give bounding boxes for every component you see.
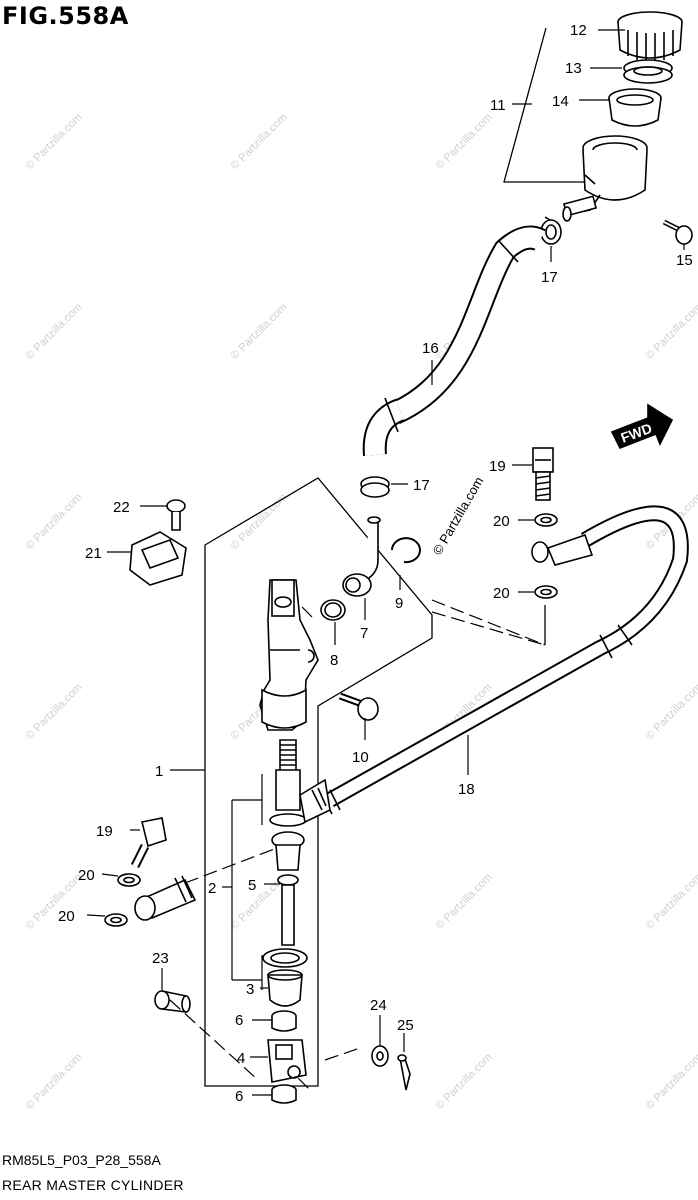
banjo-fitting-lower <box>134 875 197 921</box>
union-bolt-lower <box>130 817 167 869</box>
reservoir-plate <box>623 59 673 84</box>
callout-numbers: 12 13 14 1 11 15 17 16 17 19 20 20 22 21… <box>58 22 693 1067</box>
callout-2: 2 <box>208 880 216 897</box>
callout-18: 18 <box>458 781 475 798</box>
diagram-code: RM85L5_P03_P28_558A <box>2 1152 161 1168</box>
reservoir-cap <box>617 11 683 62</box>
gasket-lower-b <box>104 913 128 927</box>
callout-4: 4 <box>237 1050 245 1067</box>
cotter-pin <box>397 1054 411 1091</box>
o-ring <box>320 599 346 621</box>
callout-20-lower-b: 20 <box>58 908 75 925</box>
hose-connector <box>342 516 381 597</box>
callout-5: 5 <box>248 877 256 894</box>
callout-20-upper-a: 20 <box>493 513 510 530</box>
callout-1: 1 <box>155 763 163 780</box>
callout-10: 10 <box>352 749 369 766</box>
nut-upper <box>271 1010 297 1032</box>
diagram-caption: REAR MASTER CYLINDER <box>2 1177 184 1193</box>
circlip <box>391 537 421 564</box>
piston-set <box>269 739 331 827</box>
reservoir-bolt <box>662 219 693 245</box>
callout-17-lower: 17 <box>413 477 430 494</box>
push-rod <box>271 831 305 946</box>
callout-17-upper: 17 <box>541 269 558 286</box>
boot <box>262 948 308 1007</box>
leader-lines <box>86 29 685 1096</box>
callout-8: 8 <box>330 652 338 669</box>
callout-20-upper-b: 20 <box>493 585 510 602</box>
callout-11-label: 11 <box>490 97 506 114</box>
gasket-lower-a <box>117 873 141 887</box>
callout-14: 14 <box>552 93 569 110</box>
reservoir-body <box>574 135 648 214</box>
hose-guide <box>129 531 187 586</box>
reservoir-diaphragm <box>608 88 662 127</box>
push-rod-end <box>267 1039 307 1083</box>
gasket-upper-b <box>534 585 558 599</box>
callout-13: 13 <box>565 60 582 77</box>
mounting-bolt <box>338 692 379 721</box>
gasket-upper-a <box>534 513 558 527</box>
callout-12: 12 <box>570 22 587 39</box>
callout-19-lower: 19 <box>96 823 113 840</box>
callout-20-lower-a: 20 <box>78 867 95 884</box>
nut-lower <box>271 1084 297 1104</box>
callout-9: 9 <box>395 595 403 612</box>
callout-19-upper: 19 <box>489 458 506 475</box>
callout-21: 21 <box>85 545 102 562</box>
union-bolt-upper <box>532 447 554 501</box>
reservoir-outlet <box>562 195 598 222</box>
guide-screw <box>166 499 186 531</box>
master-cylinder-body <box>259 579 319 731</box>
callout-16: 16 <box>422 340 439 357</box>
hose-clamp-lower <box>360 476 390 498</box>
pin <box>154 990 191 1013</box>
reservoir-hose <box>362 225 546 457</box>
callout-24: 24 <box>370 997 387 1014</box>
figure-title: FIG.558A <box>2 2 129 30</box>
assembly-outline <box>204 477 433 1087</box>
callout-6-upper: 6 <box>235 1012 243 1029</box>
callout-23: 23 <box>152 950 169 967</box>
brake-hose <box>321 505 689 815</box>
callout-22: 22 <box>113 499 130 516</box>
callout-3: 3 <box>246 981 254 998</box>
callout-7: 7 <box>360 625 368 642</box>
callout-6-lower: 6 <box>235 1088 243 1105</box>
reservoir-bracket <box>503 27 585 183</box>
callout-25: 25 <box>397 1017 414 1034</box>
callout-15: 15 <box>676 252 693 269</box>
